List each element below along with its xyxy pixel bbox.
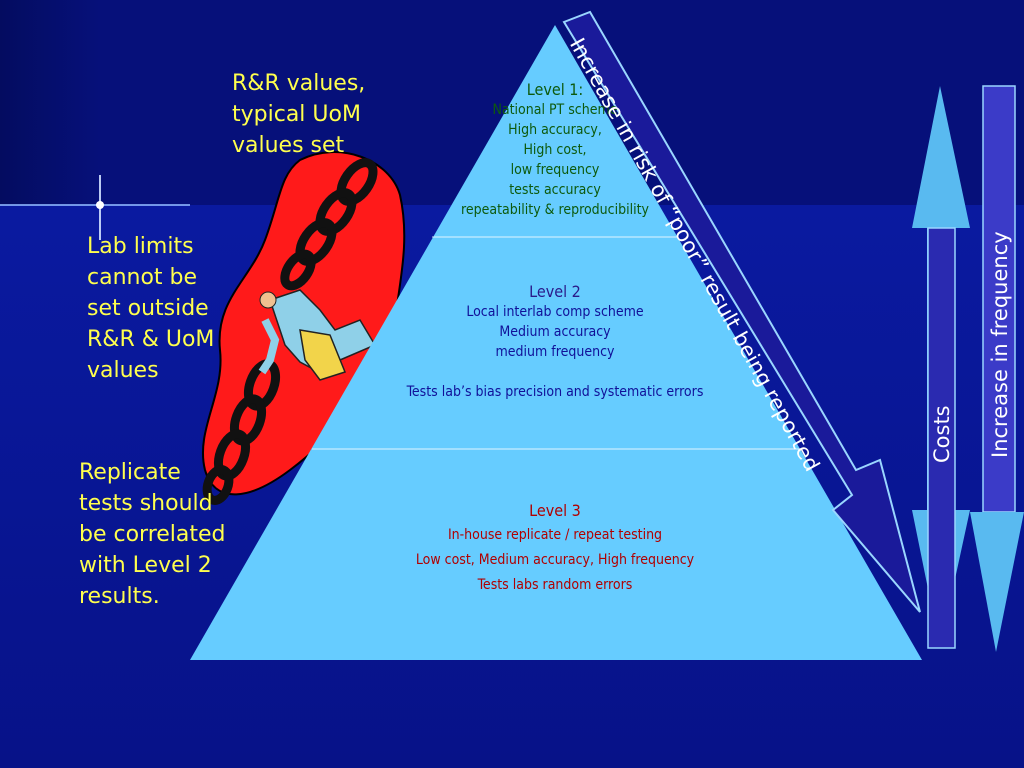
note-line: cannot be bbox=[87, 265, 198, 290]
note-line: with Level 2 bbox=[79, 553, 212, 578]
costs-label: Costs bbox=[930, 405, 954, 463]
level-2-title: Level 2 bbox=[529, 282, 581, 301]
level-2-line: medium frequency bbox=[495, 344, 615, 360]
level-1-line: High cost, bbox=[523, 142, 587, 158]
level-1-line: High accuracy, bbox=[508, 122, 602, 138]
note-line: Replicate bbox=[79, 460, 181, 485]
spacer bbox=[330, 362, 780, 382]
level-2-line: Medium accuracy bbox=[499, 324, 611, 340]
level-1-line: low frequency bbox=[510, 162, 600, 178]
level-3-text: Level 3 In-house replicate / repeat test… bbox=[300, 498, 810, 598]
frequency-label: Increase in frequency bbox=[988, 231, 1012, 458]
sparkle-icon bbox=[0, 175, 190, 240]
level-1-line: repeatability & reproducibility bbox=[461, 202, 649, 218]
frequency-arrow bbox=[970, 85, 1024, 652]
level-1-line: tests accuracy bbox=[509, 182, 601, 198]
pyramid bbox=[190, 25, 922, 660]
risk-arrow bbox=[562, 10, 921, 613]
chained-figure-illustration bbox=[201, 151, 406, 505]
level-2-text: Level 2 Local interlab comp scheme Mediu… bbox=[330, 282, 780, 402]
note-line: typical UoM bbox=[232, 102, 361, 127]
note-line: set outside bbox=[87, 296, 209, 321]
note-line: R&R & UoM bbox=[87, 327, 215, 352]
level-1-title: Level 1: bbox=[526, 80, 584, 99]
rr-values-note: R&R values, typical UoM values set bbox=[232, 68, 392, 161]
note-line: R&R values, bbox=[232, 71, 366, 96]
level-1-text: Level 1: National PT scheme High accurac… bbox=[430, 80, 680, 220]
lab-limits-note: Lab limits cannot be set outside R&R & U… bbox=[87, 231, 237, 386]
note-line: be correlated bbox=[79, 522, 226, 547]
note-line: values bbox=[87, 358, 159, 383]
note-line: tests should bbox=[79, 491, 213, 516]
level-2-line: Tests lab’s bias precision and systemati… bbox=[406, 384, 704, 400]
costs-arrow bbox=[912, 86, 970, 649]
note-line: values set bbox=[232, 133, 345, 158]
replicate-tests-note: Replicate tests should be correlated wit… bbox=[79, 457, 239, 612]
level-3-line: Tests labs random errors bbox=[477, 577, 633, 593]
level-3-line: In-house replicate / repeat testing bbox=[447, 527, 663, 543]
note-line: Lab limits bbox=[87, 234, 194, 259]
level-3-title: Level 3 bbox=[529, 501, 581, 520]
level-3-line: Low cost, Medium accuracy, High frequenc… bbox=[415, 552, 695, 568]
level-1-line: National PT scheme bbox=[492, 102, 618, 118]
level-2-line: Local interlab comp scheme bbox=[466, 304, 644, 320]
note-line: results. bbox=[79, 584, 160, 609]
